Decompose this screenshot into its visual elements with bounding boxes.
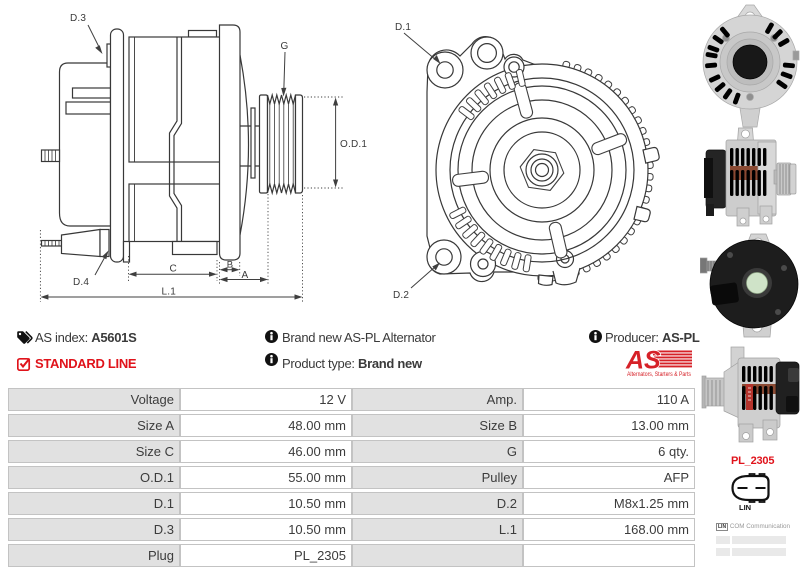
svg-text:D.4: D.4 bbox=[73, 277, 89, 288]
svg-text:D.3: D.3 bbox=[70, 13, 86, 24]
svg-text:Alternators, Starters & Parts: Alternators, Starters & Parts bbox=[627, 371, 692, 378]
svg-text:A: A bbox=[242, 270, 249, 281]
svg-text:G: G bbox=[281, 41, 289, 52]
svg-text:AS: AS bbox=[625, 347, 661, 375]
svg-text:D.1: D.1 bbox=[395, 22, 411, 33]
svg-text:D.2: D.2 bbox=[393, 290, 409, 301]
svg-text:L.1: L.1 bbox=[162, 287, 177, 298]
svg-text:B: B bbox=[227, 260, 234, 271]
svg-text:C: C bbox=[170, 264, 177, 275]
svg-text:O.D.1: O.D.1 bbox=[340, 139, 367, 150]
